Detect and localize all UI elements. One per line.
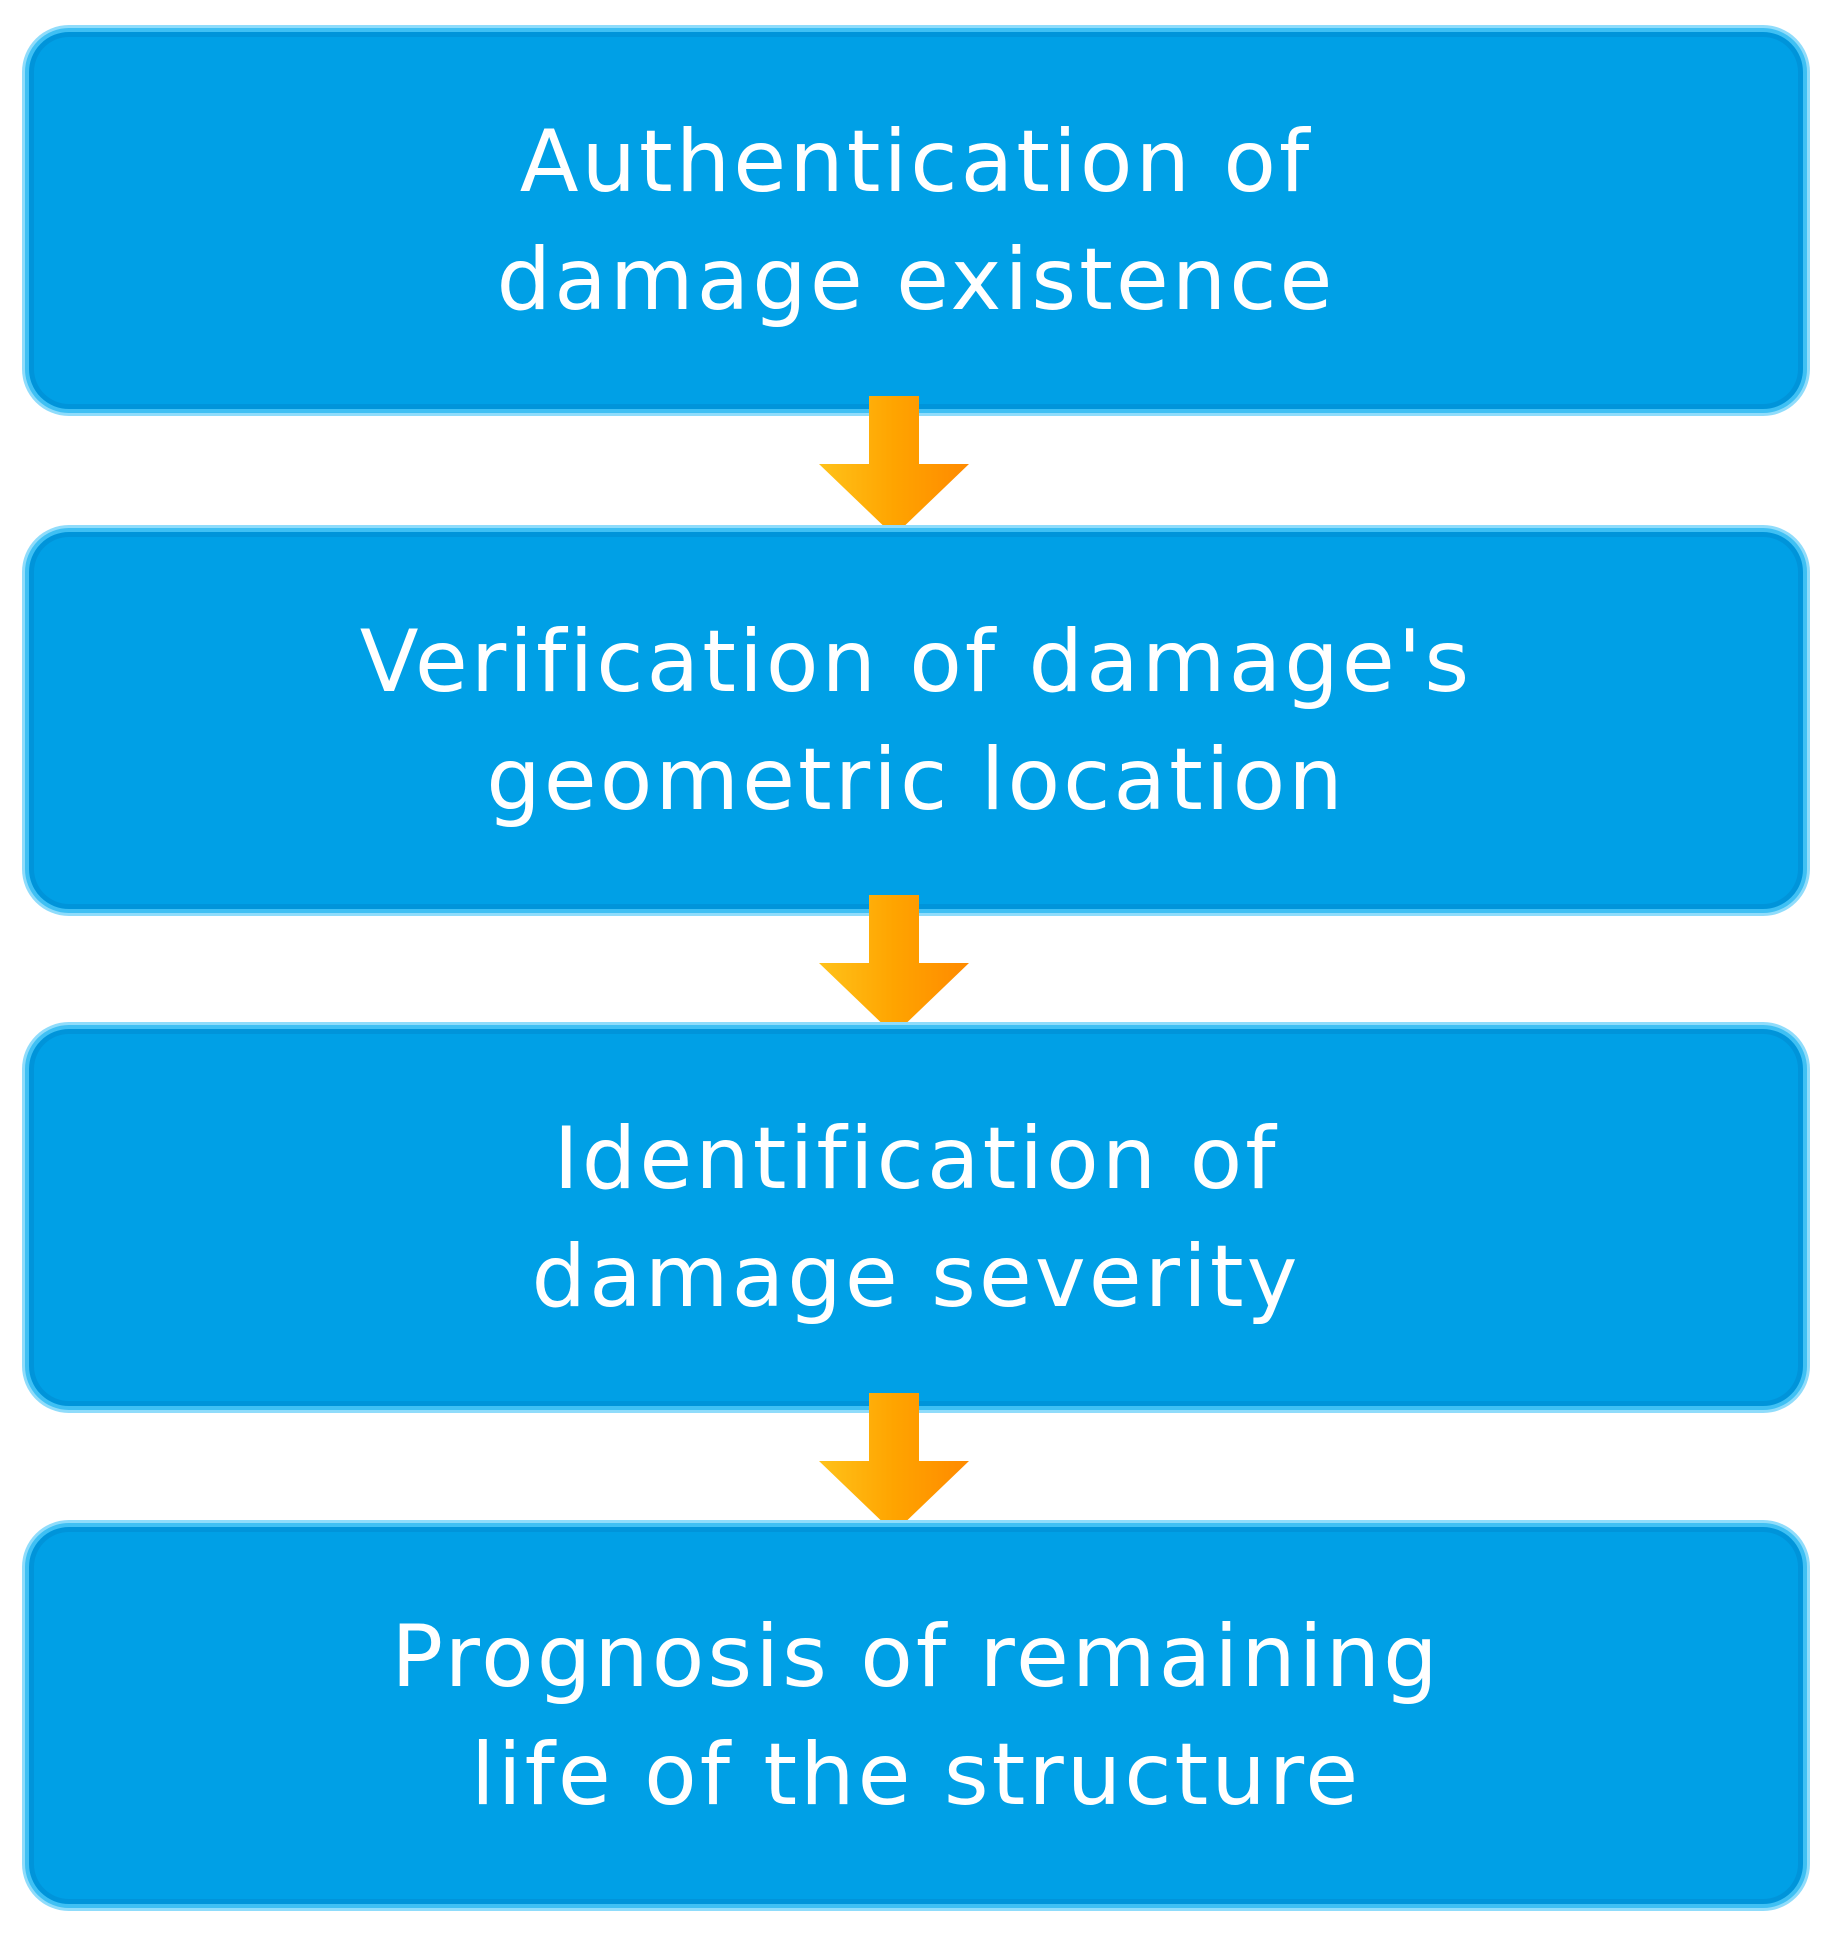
step-label-line: Prognosis of remaining: [391, 1606, 1441, 1707]
step-label-line: Identification of: [553, 1108, 1279, 1209]
step-label-line: life of the structure: [470, 1724, 1362, 1825]
step-label-line: geometric location: [486, 729, 1346, 830]
step-box-prognosis: Prognosis of remaining life of the struc…: [25, 1523, 1807, 1908]
step-label-line: Authentication of: [519, 111, 1313, 212]
step-label: Verification of damage's geometric locat…: [29, 603, 1803, 839]
step-label-line: damage existence: [496, 229, 1336, 330]
step-box-authentication: Authentication of damage existence: [25, 28, 1807, 413]
step-label: Prognosis of remaining life of the struc…: [29, 1598, 1803, 1834]
step-label: Identification of damage severity: [29, 1100, 1803, 1336]
step-box-identification: Identification of damage severity: [25, 1025, 1807, 1410]
step-box-verification: Verification of damage's geometric locat…: [25, 528, 1807, 913]
down-arrow-icon: [819, 1393, 969, 1533]
down-arrow-icon: [819, 396, 969, 536]
step-label-line: Verification of damage's: [359, 611, 1473, 712]
down-arrow-icon: [819, 895, 969, 1035]
step-label: Authentication of damage existence: [29, 103, 1803, 339]
step-label-line: damage severity: [531, 1226, 1301, 1327]
